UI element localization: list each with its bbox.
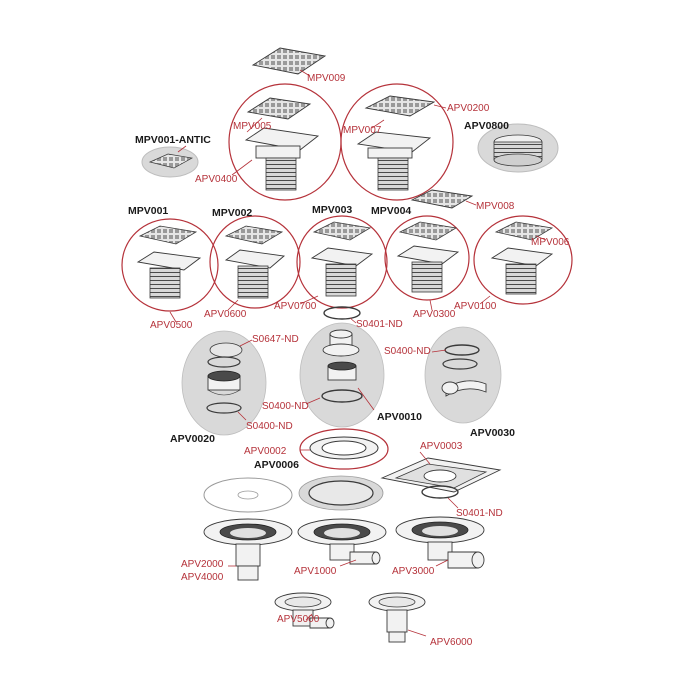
apv0010-group xyxy=(299,322,385,428)
label-mpv004: MPV004 xyxy=(371,205,411,217)
label-s0401-nd-low: S0401-ND xyxy=(456,508,503,519)
mpv006-ring xyxy=(473,215,573,305)
label-apv0800: APV0800 xyxy=(464,120,509,132)
label-mpv009: MPV009 xyxy=(307,73,346,84)
apv0030-group xyxy=(424,326,502,424)
label-apv0400: APV0400 xyxy=(195,174,238,185)
apv0006-membranes xyxy=(203,475,384,513)
apv0020-group xyxy=(181,330,267,436)
label-apv0006: APV0006 xyxy=(254,459,299,471)
mpv004-ring xyxy=(384,215,470,311)
apv0200-assembly xyxy=(340,83,454,201)
label-mpv001-antic: MPV001-ANTIC xyxy=(135,134,211,146)
mpv008-grate xyxy=(410,189,477,209)
mpv001-ring xyxy=(121,218,219,323)
label-mpv008: MPV008 xyxy=(476,201,515,212)
s0401-nd-top-seal xyxy=(323,306,361,324)
apv3000-drain xyxy=(395,516,485,569)
label-apv4000: APV4000 xyxy=(181,572,224,583)
label-s0400-nd-low: S0400-ND xyxy=(246,421,293,432)
label-apv0002: APV0002 xyxy=(244,446,287,457)
label-apv5000: APV5000 xyxy=(277,614,320,625)
apv0003-plate xyxy=(380,451,502,509)
apv1000-drain xyxy=(297,518,387,567)
label-s0647-nd: S0647-ND xyxy=(252,334,299,345)
label-apv1000: APV1000 xyxy=(294,566,337,577)
mpv003-ring xyxy=(296,215,388,309)
label-apv0500: APV0500 xyxy=(150,320,193,331)
mpv001-antic-part xyxy=(141,145,199,178)
label-s0401-nd-top: S0401-ND xyxy=(356,319,403,330)
mpv002-ring xyxy=(209,215,301,311)
apv6000-drain xyxy=(368,592,427,643)
label-apv0600: APV0600 xyxy=(204,309,247,320)
label-mpv005: MPV005 xyxy=(233,121,272,132)
apv2000-drain xyxy=(203,518,293,581)
label-mpv002: MPV002 xyxy=(212,207,252,219)
apv0800-part xyxy=(477,123,559,173)
label-apv2000: APV2000 xyxy=(181,559,224,570)
label-apv3000: APV3000 xyxy=(392,566,435,577)
label-apv0003: APV0003 xyxy=(420,441,463,452)
label-mpv006: MPV006 xyxy=(531,237,570,248)
mpv009-grate xyxy=(251,47,327,77)
label-apv0700: APV0700 xyxy=(274,301,317,312)
label-apv0020: APV0020 xyxy=(170,433,215,445)
label-mpv007: MPV007 xyxy=(343,125,382,136)
apv0400-assembly xyxy=(228,83,342,201)
label-apv0100: APV0100 xyxy=(454,301,497,312)
label-apv0200: APV0200 xyxy=(447,103,490,114)
label-s0400-nd-right: S0400-ND xyxy=(384,346,431,357)
apv5000-drain xyxy=(274,592,335,629)
label-mpv003: MPV003 xyxy=(312,204,352,216)
label-apv6000: APV6000 xyxy=(430,637,473,648)
label-apv0030: APV0030 xyxy=(470,427,515,439)
label-s0400-nd-mid: S0400-ND xyxy=(262,401,309,412)
label-apv0010: APV0010 xyxy=(377,411,422,423)
label-mpv001: MPV001 xyxy=(128,205,168,217)
label-apv0300: APV0300 xyxy=(413,309,456,320)
apv0002-ring xyxy=(299,428,389,470)
